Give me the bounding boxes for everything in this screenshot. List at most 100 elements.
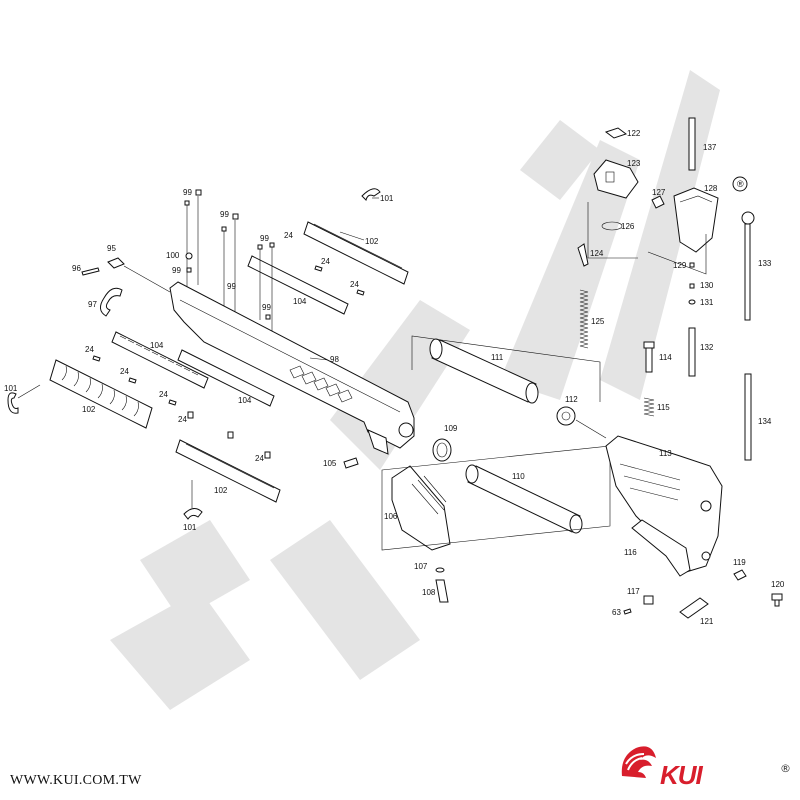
label-24: 24 bbox=[350, 280, 359, 289]
label-116: 116 bbox=[624, 548, 637, 557]
label-99: 99 bbox=[262, 303, 271, 312]
label-24: 24 bbox=[120, 367, 129, 376]
part-102-ribbed-cover: 102 bbox=[49, 359, 153, 429]
part-104-lower-rails: 104 104 bbox=[111, 331, 275, 407]
label-101: 101 bbox=[4, 384, 18, 393]
label-110: 110 bbox=[512, 472, 525, 481]
label-24: 24 bbox=[85, 345, 94, 354]
label-119: 119 bbox=[733, 558, 746, 567]
part-104-upper-rail: 104 bbox=[247, 255, 349, 315]
label-100: 100 bbox=[166, 251, 180, 260]
website-url: WWW.KUI.COM.TW bbox=[10, 773, 142, 788]
label-127: 127 bbox=[652, 188, 666, 197]
part-98-receiver: 98 bbox=[169, 281, 415, 455]
label-122: 122 bbox=[627, 129, 641, 138]
part-123-housing: 123 bbox=[587, 159, 641, 259]
label-99: 99 bbox=[183, 188, 192, 197]
label-24: 24 bbox=[159, 390, 168, 399]
screw-cluster-lower: 24 24 24 24 24 bbox=[85, 345, 271, 463]
label-99: 99 bbox=[220, 210, 229, 219]
label-137: 137 bbox=[703, 143, 717, 152]
label-107: 107 bbox=[414, 562, 428, 571]
part-102-lower: 102 bbox=[175, 439, 281, 503]
part-132-rod: 132 bbox=[688, 327, 714, 377]
label-117: 117 bbox=[627, 587, 640, 596]
label-102: 102 bbox=[214, 486, 228, 495]
brand-logo-text: KUI bbox=[660, 760, 703, 790]
registered-letter: ® bbox=[737, 179, 744, 189]
label-105: 105 bbox=[323, 459, 337, 468]
label-97: 97 bbox=[88, 300, 97, 309]
label-123: 123 bbox=[627, 159, 641, 168]
label-104: 104 bbox=[293, 297, 307, 306]
part-101-bottom: 101 bbox=[183, 480, 203, 532]
label-24: 24 bbox=[255, 454, 264, 463]
part-134-rod: 134 bbox=[744, 373, 772, 461]
label-129: 129 bbox=[673, 261, 687, 270]
label-95: 95 bbox=[107, 244, 116, 253]
part-101-top: 101 bbox=[361, 188, 394, 203]
label-125: 125 bbox=[591, 317, 605, 326]
watermark-stroke-5 bbox=[500, 140, 640, 400]
label-104: 104 bbox=[238, 396, 252, 405]
part-133-rod: 133 bbox=[741, 211, 772, 321]
label-99: 99 bbox=[172, 266, 181, 275]
label-114: 114 bbox=[659, 353, 672, 362]
kui-lion-logo-icon bbox=[621, 746, 656, 778]
label-24: 24 bbox=[284, 231, 293, 240]
label-108: 108 bbox=[422, 588, 436, 597]
label-101: 101 bbox=[380, 194, 394, 203]
label-96: 96 bbox=[72, 264, 81, 273]
label-134: 134 bbox=[758, 417, 772, 426]
label-124: 124 bbox=[590, 249, 604, 258]
part-111-tube: 111 bbox=[411, 335, 601, 404]
watermark-stroke-2 bbox=[110, 590, 250, 710]
label-24: 24 bbox=[321, 257, 330, 266]
part-102-top: 102 bbox=[303, 221, 409, 285]
label-24: 24 bbox=[178, 415, 187, 424]
label-126: 126 bbox=[621, 222, 635, 231]
label-101: 101 bbox=[183, 523, 197, 532]
label-121: 121 bbox=[700, 617, 714, 626]
label-111: 111 bbox=[491, 353, 504, 362]
watermark-stroke-7 bbox=[520, 120, 600, 200]
part-113-stock: 113 bbox=[605, 435, 723, 573]
sling-parts-95-96-97: 95 96 97 bbox=[72, 244, 171, 317]
part-110-tube: 110 bbox=[381, 445, 611, 551]
part-101-left: 101 bbox=[4, 384, 41, 414]
label-102: 102 bbox=[365, 237, 379, 246]
label-132: 132 bbox=[700, 343, 714, 352]
label-106: 106 bbox=[384, 512, 398, 521]
part-128-grip-cap: 128 bbox=[647, 184, 719, 275]
parts-119-120-121: 119 120 121 bbox=[679, 558, 785, 626]
label-104: 104 bbox=[150, 341, 164, 350]
part-126-ring: 126 bbox=[601, 221, 635, 231]
label-112: 112 bbox=[565, 395, 578, 404]
part-124-pin: 124 bbox=[577, 243, 604, 267]
part-117-nut: 117 63 bbox=[612, 587, 654, 617]
watermark-stroke-4 bbox=[270, 520, 420, 680]
label-113: 113 bbox=[659, 449, 672, 458]
label-98: 98 bbox=[330, 355, 339, 364]
part-114-bolt: 114 bbox=[643, 341, 672, 373]
label-130: 130 bbox=[700, 281, 714, 290]
part-122-clip: 122 bbox=[604, 127, 641, 139]
part-137-pin: 137 bbox=[688, 117, 717, 171]
watermark-stroke-1 bbox=[140, 520, 250, 620]
label-133: 133 bbox=[758, 259, 772, 268]
part-125-spring: 125 bbox=[579, 289, 605, 349]
label-131: 131 bbox=[700, 298, 714, 307]
part-109-ring: 109 bbox=[432, 424, 458, 462]
part-127-knob: 127 bbox=[651, 188, 666, 209]
brand-registered-mark: ® bbox=[780, 762, 791, 775]
part-116-lever: 116 bbox=[624, 519, 691, 577]
label-120: 120 bbox=[771, 580, 785, 589]
label-63: 63 bbox=[612, 608, 621, 617]
label-128: 128 bbox=[704, 184, 718, 193]
screw-cluster-upper: 99 99 100 99 99 99 24 99 24 24 bbox=[166, 188, 365, 335]
parts-129-130-131: 129 130 131 bbox=[673, 261, 714, 307]
pistol-grip-group: 105 106 107 108 bbox=[323, 457, 451, 603]
label-102: 102 bbox=[82, 405, 96, 414]
